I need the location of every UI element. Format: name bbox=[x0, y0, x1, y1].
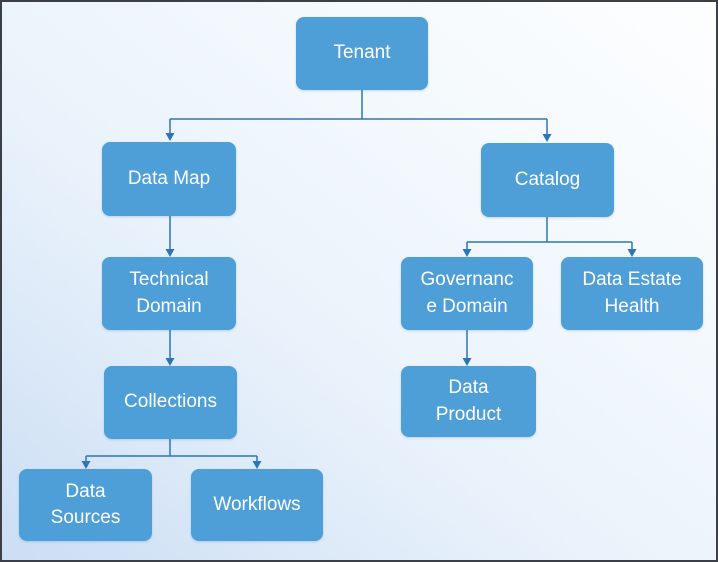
node-workflows-label: Workflows bbox=[213, 493, 301, 515]
node-governance-domain-label: Governanc e Domain bbox=[420, 269, 514, 317]
node-data-estate-health: Data Estate Health bbox=[561, 257, 703, 330]
edge-catalog-split bbox=[466, 217, 633, 249]
arrowhead-icon bbox=[252, 461, 262, 469]
arrowhead-icon bbox=[165, 358, 175, 366]
node-catalog: Catalog bbox=[481, 143, 614, 217]
node-collections: Collections bbox=[104, 366, 237, 439]
node-workflows: Workflows bbox=[191, 469, 323, 541]
node-catalog-label: Catalog bbox=[514, 168, 581, 190]
arrowhead-icon bbox=[542, 134, 552, 142]
node-data-sources: Data Sources bbox=[19, 469, 152, 541]
arrowhead-icon bbox=[627, 249, 637, 257]
node-tenant-label: Tenant bbox=[333, 42, 391, 64]
arrowhead-icon bbox=[165, 133, 175, 141]
arrowhead-icon bbox=[462, 249, 472, 257]
arrowhead-icon bbox=[81, 461, 91, 469]
node-collections-label: Collections bbox=[124, 391, 217, 413]
node-data-map-label: Data Map bbox=[127, 167, 211, 189]
edge-tenant-split bbox=[169, 90, 548, 135]
node-data-map: Data Map bbox=[102, 142, 236, 216]
edge-collections-split bbox=[85, 439, 258, 461]
node-data-sources-label: Data Sources bbox=[50, 480, 121, 528]
node-data-product-label: Data Product bbox=[435, 377, 502, 425]
arrowhead-icon bbox=[165, 249, 175, 257]
node-data-product: Data Product bbox=[401, 366, 536, 437]
arrowhead-icon bbox=[462, 358, 472, 366]
node-technical-domain: Technical Domain bbox=[102, 257, 236, 330]
node-technical-domain-label: Technical Domain bbox=[129, 269, 209, 317]
node-tenant: Tenant bbox=[296, 17, 428, 90]
node-governance-domain: Governanc e Domain bbox=[401, 257, 533, 330]
node-data-estate-health-label: Data Estate Health bbox=[582, 269, 682, 317]
